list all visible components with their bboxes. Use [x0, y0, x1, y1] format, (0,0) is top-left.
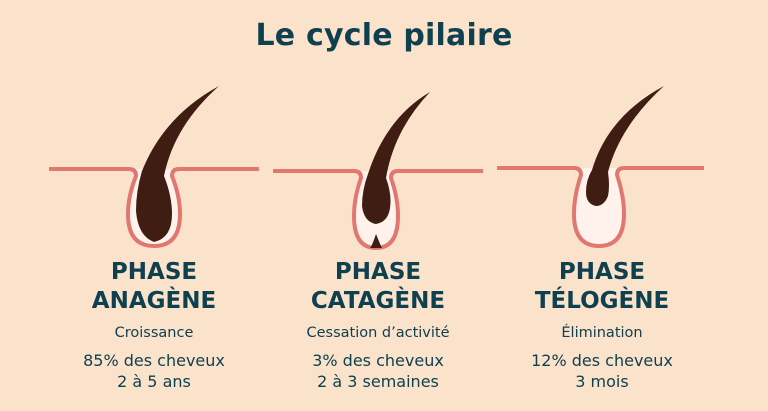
catagen-stats: 3% des cheveux 2 à 3 semaines: [258, 350, 498, 392]
telogen-percentage: 12% des cheveux: [531, 351, 673, 370]
anagen-phase-name: PHASE ANAGÈNE: [34, 258, 274, 316]
anagen-duration: 2 à 5 ans: [117, 372, 191, 391]
anagen-description: Croissance: [114, 325, 194, 341]
catagen-description: Cessation d’activité: [306, 325, 450, 341]
catagen-duration: 2 à 3 semaines: [317, 372, 439, 391]
anagen-percentage: 85% des cheveux: [83, 351, 225, 370]
phase-catagen: PHASE CATAGÈNE Cessation d’activité 3% d…: [258, 86, 498, 406]
anagen-name-line2: ANAGÈNE: [91, 288, 217, 314]
page-title: Le cycle pilaire: [255, 18, 513, 53]
anagen-stats: 85% des cheveux 2 à 5 ans: [34, 350, 274, 392]
telogen-hair: [586, 86, 664, 206]
telogen-name-line2: TÉLOGÈNE: [534, 288, 670, 314]
telogen-phase-name: PHASE TÉLOGÈNE: [482, 258, 722, 316]
anagen-follicle-illustration: [49, 86, 259, 248]
telogen-stats: 12% des cheveux 3 mois: [482, 350, 722, 392]
catagen-hair: [362, 92, 430, 224]
catagen-follicle-illustration: [273, 92, 483, 250]
catagen-papilla: [370, 234, 382, 248]
anagen-hair: [136, 86, 219, 242]
anagen-name-line1: PHASE: [110, 259, 198, 285]
catagen-percentage: 3% des cheveux: [312, 351, 444, 370]
telogen-duration: 3 mois: [575, 372, 629, 391]
catagen-name-line1: PHASE: [334, 259, 422, 285]
catagen-phase-name: PHASE CATAGÈNE: [258, 258, 498, 316]
telogen-skin-outline: [497, 166, 704, 248]
phase-anagen: PHASE ANAGÈNE Croissance 85% des cheveux…: [34, 86, 274, 406]
telogen-name-line1: PHASE: [558, 259, 646, 285]
telogen-description: Élimination: [561, 325, 643, 341]
catagen-name-line2: CATAGÈNE: [310, 288, 446, 314]
phase-telogen: PHASE TÉLOGÈNE Élimination 12% des cheve…: [482, 86, 722, 406]
telogen-follicle-illustration: [497, 86, 704, 248]
